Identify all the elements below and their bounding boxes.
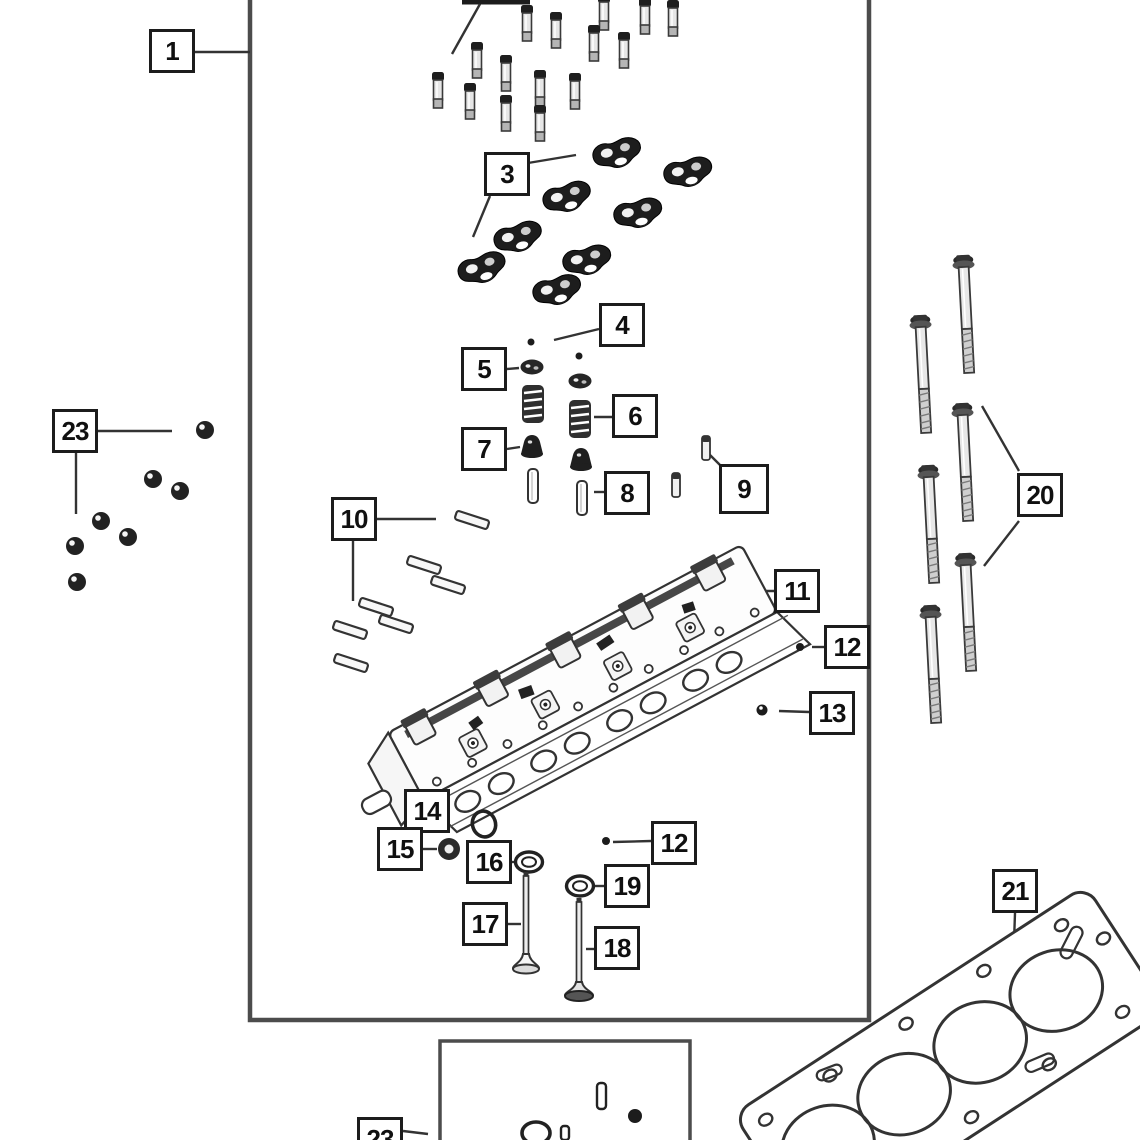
callout-15: 15: [377, 827, 423, 871]
callout-5: 5: [461, 347, 507, 391]
callout-9-label: 9: [737, 474, 752, 504]
callout-23b-label: 23: [366, 1124, 395, 1140]
valve-springs: [520, 383, 593, 440]
callout-2-partial: [450, 0, 530, 55]
callout-23a: 23: [52, 409, 98, 453]
callout-11: 11: [774, 569, 820, 613]
callout-8-label: 8: [620, 478, 635, 508]
secondary-diagram-frame: [438, 1039, 692, 1140]
callout-23b: 23: [357, 1117, 403, 1140]
cylinder-head: [360, 545, 812, 834]
callout-10: 10: [331, 497, 377, 541]
callout-12a: 12: [824, 625, 870, 669]
callout-3-label: 3: [500, 159, 515, 189]
valve-17: [511, 872, 541, 975]
callout-8: 8: [604, 471, 650, 515]
valve-18: [563, 898, 595, 1002]
callout-11-label: 11: [784, 576, 810, 606]
callout-9: 9: [719, 464, 769, 514]
callout-13: 13: [809, 691, 855, 735]
callout-19: 19: [604, 864, 650, 908]
callout-1-label: 1: [165, 36, 180, 66]
callout-21: 21: [992, 869, 1038, 913]
callout-1: 1: [149, 29, 195, 73]
seat-ring-19: [564, 874, 596, 898]
callout-13-label: 13: [818, 698, 847, 728]
callout-16-label: 16: [475, 847, 504, 877]
callout-17: 17: [462, 902, 508, 946]
callout-19-label: 19: [613, 871, 642, 901]
callout-12a-label: 12: [833, 632, 862, 662]
callout-5-label: 5: [477, 354, 492, 384]
valve-guides: [527, 468, 588, 516]
callout-20: 20: [1017, 473, 1063, 517]
callout-16: 16: [466, 840, 512, 884]
head-gasket: [738, 890, 1140, 1140]
leader-lines: [74, 50, 1021, 1136]
callout-14: 14: [404, 789, 450, 833]
callout-18: 18: [594, 926, 640, 970]
callout-4: 4: [599, 303, 645, 347]
callout-3: 3: [484, 152, 530, 196]
valve-stem-seals: [521, 435, 592, 471]
callout-12b-label: 12: [660, 828, 689, 858]
callout-12b: 12: [651, 821, 697, 865]
callout-6: 6: [612, 394, 658, 438]
callout-4-label: 4: [615, 310, 630, 340]
bottom-box-parts: [520, 1081, 642, 1140]
dowel-studs: [671, 435, 711, 498]
callout-7: 7: [461, 427, 507, 471]
valve-keepers: [527, 338, 583, 360]
callout-17-label: 17: [471, 909, 500, 939]
head-bolts: [908, 253, 984, 725]
callout-23a-label: 23: [61, 416, 90, 446]
oring-14: [470, 809, 498, 839]
main-diagram-frame: [247, 0, 872, 1023]
callout-20-label: 20: [1026, 480, 1055, 510]
callout-14-label: 14: [413, 796, 442, 826]
callout-21-label: 21: [1001, 876, 1030, 906]
callout-10-label: 10: [340, 504, 369, 534]
spring-retainers: [520, 359, 592, 389]
callout-18-label: 18: [603, 933, 632, 963]
callout-7-label: 7: [477, 434, 492, 464]
callout-6-label: 6: [628, 401, 643, 431]
grommet-15: [438, 838, 460, 860]
callout-15-label: 15: [386, 834, 415, 864]
head-plug-bolts: [602, 643, 804, 845]
seat-ring-16: [513, 850, 545, 874]
